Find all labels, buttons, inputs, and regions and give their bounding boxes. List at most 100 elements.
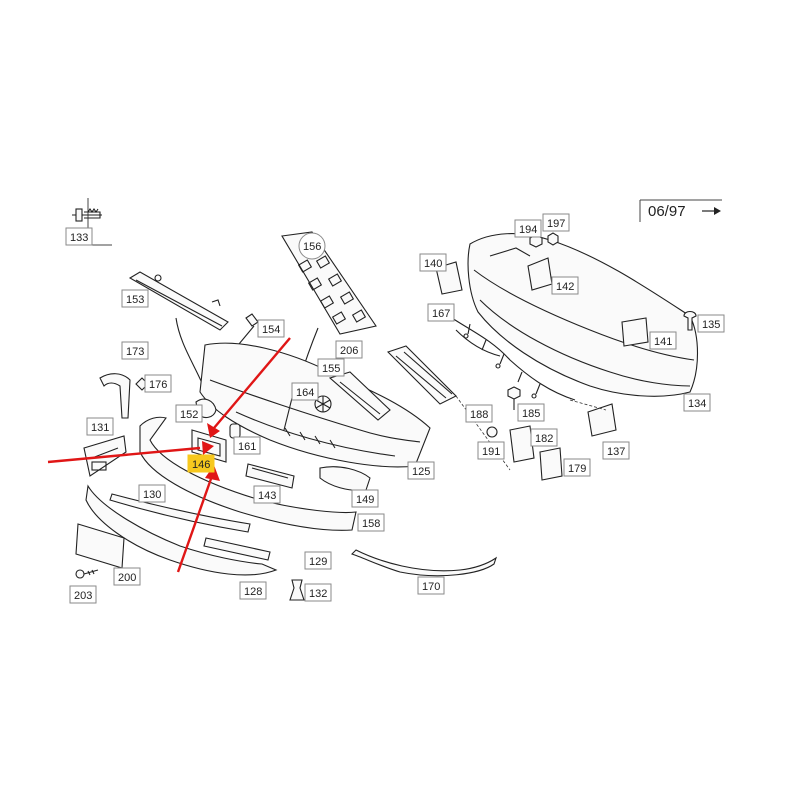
callout-152: 152 [175,404,203,423]
part-167-wiring [451,317,576,401]
callout-167-text: 167 [432,308,450,320]
callout-137: 137 [602,441,630,460]
callout-labels: 1331531541561731761311521611461431301641… [65,213,725,604]
callout-146-text: 146 [192,459,210,471]
callout-140-text: 140 [424,258,442,270]
part-137-bracket [587,403,617,437]
callout-155: 155 [317,358,345,377]
callout-176-text: 176 [149,379,167,391]
callout-140: 140 [419,253,447,272]
part-141-lamp [621,317,649,347]
callout-129: 129 [304,551,332,570]
callout-134: 134 [683,393,711,412]
callout-185: 185 [517,403,545,422]
part-143-insert [245,463,295,489]
callout-156: 156 [298,232,326,260]
callout-194: 194 [514,219,542,238]
callout-179-text: 179 [568,463,586,475]
callout-206-text: 206 [340,345,358,357]
callout-129-text: 129 [309,556,327,568]
callout-156-text: 156 [303,241,321,253]
callout-203: 203 [69,585,97,604]
callout-137-text: 137 [607,446,625,458]
part-197-nut [547,232,559,246]
callout-155-text: 155 [322,363,340,375]
part-149-lamp-cover [319,466,371,491]
callout-194-text: 194 [519,224,537,236]
callout-142: 142 [551,276,579,295]
callout-143-text: 143 [258,490,276,502]
part-182-bracket [509,425,535,463]
callout-128-text: 128 [244,586,262,598]
callout-170: 170 [417,576,445,595]
callout-200-text: 200 [118,572,136,584]
callout-188-text: 188 [470,409,488,421]
red-arrow-left [47,441,214,464]
callout-149-text: 149 [356,494,374,506]
callout-191-text: 191 [482,446,500,458]
callout-133: 133 [65,227,93,246]
part-206-support [386,345,457,405]
callout-125-text: 125 [412,466,430,478]
callout-143: 143 [253,485,281,504]
callout-173-text: 173 [126,346,144,358]
part-130-trim-strip [109,493,251,533]
callout-135: 135 [697,314,725,333]
callout-170-text: 170 [422,581,440,593]
part-173-arm [99,373,149,419]
callout-142-text: 142 [556,281,574,293]
part-185-bolt [507,386,521,410]
callout-125: 125 [407,461,435,480]
callout-153-text: 153 [126,294,144,306]
part-128-lower-spoiler [85,484,278,576]
callout-158: 158 [357,513,385,532]
callout-164: 164 [291,382,319,401]
callout-141: 141 [649,331,677,350]
callout-197-text: 197 [547,218,565,230]
callout-167: 167 [427,303,455,322]
callout-161: 161 [233,436,261,455]
callout-154-text: 154 [262,324,280,336]
callout-185-text: 185 [522,408,540,420]
callout-132-text: 132 [309,588,327,600]
callout-135-text: 135 [702,319,720,331]
date-marker: 06/97 [639,199,722,222]
callout-182: 182 [530,428,558,447]
callout-173: 173 [121,341,149,360]
part-133-fastener [72,198,112,246]
callout-133-text: 133 [70,232,88,244]
part-132-clip [289,579,305,601]
callout-197: 197 [542,213,570,232]
callout-206: 206 [335,340,363,359]
callout-134-text: 134 [688,398,706,410]
red-arrow-top [207,337,291,438]
part-135-clip [683,310,697,331]
callout-131-text: 131 [91,422,109,434]
callout-200: 200 [113,567,141,586]
callout-132: 132 [304,583,332,602]
part-203-screw [75,569,99,579]
part-188-nut [486,426,498,438]
callout-146: 146 [187,454,215,473]
callout-154: 154 [257,319,285,338]
callout-152-text: 152 [180,409,198,421]
callout-182-text: 182 [535,433,553,445]
part-170-strip [350,549,498,577]
part-134-rear-bumper [467,233,698,397]
date-marker-text: 06/97 [648,203,686,220]
part-161-clip [229,423,241,439]
callout-149: 149 [351,489,379,508]
part-179-bracket [539,447,563,481]
callout-128: 128 [239,581,267,600]
callout-164-text: 164 [296,387,314,399]
part-129-strip [203,537,271,561]
callout-153: 153 [121,289,149,308]
red-arrow-bottom [176,465,220,573]
callout-158-text: 158 [362,518,380,530]
callout-161-text: 161 [238,441,256,453]
callout-131: 131 [86,417,114,436]
callout-203-text: 203 [74,590,92,602]
callout-141-text: 141 [654,336,672,348]
red-arrows [47,337,291,573]
